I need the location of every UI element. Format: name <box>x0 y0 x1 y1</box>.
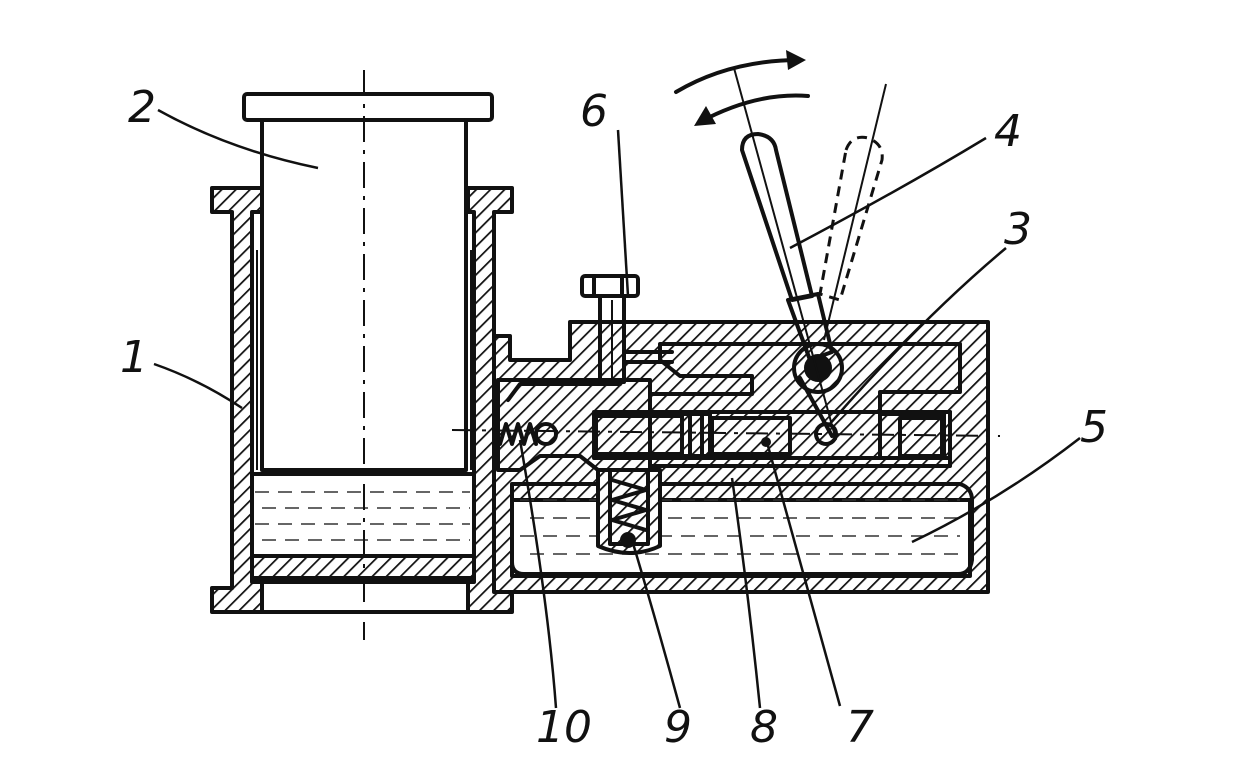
leader-lines <box>153 108 1081 709</box>
lever-alt-position <box>818 83 887 341</box>
label-10: 10 <box>536 702 592 753</box>
lever-motion-arrows <box>674 50 810 126</box>
label-3: 3 <box>1004 204 1032 255</box>
check-valve-10 <box>498 422 558 446</box>
label-7: 7 <box>846 702 874 753</box>
ram-piston <box>242 92 494 472</box>
pump-plunger <box>592 410 952 460</box>
check-valve-9 <box>596 468 662 555</box>
pump-axis <box>451 429 1001 437</box>
release-valve <box>580 274 674 384</box>
label-1: 1 <box>120 332 148 383</box>
pump-lever <box>733 67 844 446</box>
label-4: 4 <box>994 106 1022 157</box>
label-5: 5 <box>1080 402 1108 453</box>
label-2: 2 <box>128 82 156 133</box>
label-6: 6 <box>580 86 608 137</box>
label-9: 9 <box>664 702 692 753</box>
label-8: 8 <box>750 702 778 753</box>
